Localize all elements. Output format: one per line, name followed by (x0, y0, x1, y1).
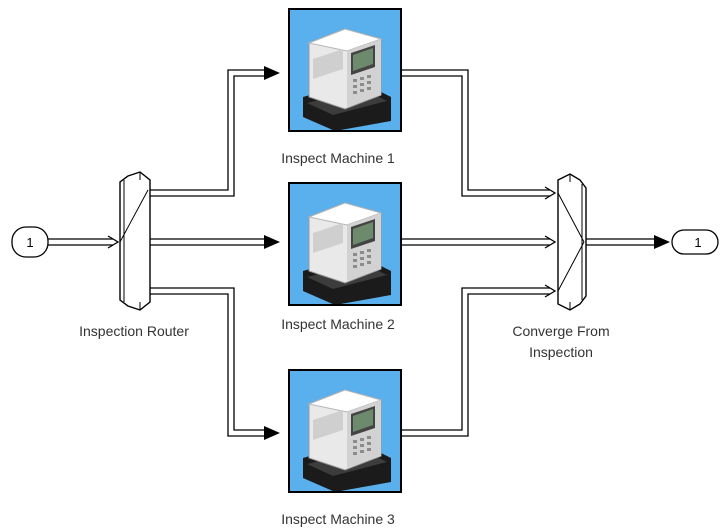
inspect-machine-2-label: Inspect Machine 2 (281, 316, 395, 332)
line-machine3-converge-2 (402, 293, 550, 437)
line-machine3-converge (402, 287, 550, 431)
inport-1[interactable]: 1 (11, 226, 49, 258)
arrowhead-outport (654, 235, 670, 249)
inspect-machine-1[interactable] (288, 8, 402, 132)
line-inport-router-chevron (107, 235, 120, 249)
inspection-router-label: Inspection Router (79, 323, 189, 339)
inport-number: 1 (26, 235, 33, 250)
inspect-machine-3-label: Inspect Machine 3 (281, 511, 395, 527)
inspect-machine-2[interactable] (288, 182, 402, 306)
inspection-machine-icon (288, 182, 402, 306)
outport-1[interactable]: 1 (671, 229, 719, 255)
connection-lines (48, 69, 660, 437)
converge-label-line2: Inspection (529, 344, 593, 360)
converge-chevrons (544, 186, 557, 298)
converge-block[interactable] (557, 173, 587, 311)
line-router-machine3-2 (150, 293, 270, 437)
inspection-machine-icon (288, 369, 402, 493)
line-machine1-converge-2 (402, 75, 550, 197)
arrowhead-machine3 (264, 426, 280, 440)
arrowhead-machine2 (264, 235, 280, 249)
inspection-router-block[interactable] (119, 171, 151, 311)
outport-number: 1 (694, 235, 701, 250)
line-router-machine3 (150, 287, 270, 431)
line-router-machine1-2 (150, 75, 270, 197)
inspect-machine-1-label: Inspect Machine 1 (281, 150, 395, 166)
line-machine1-converge (402, 69, 550, 191)
entity-output-switch-icon (119, 171, 151, 311)
inspection-machine-icon (288, 8, 402, 132)
converge-label-line1: Converge From (512, 323, 609, 339)
inspect-machine-3[interactable] (288, 369, 402, 493)
arrowhead-machine1 (264, 66, 280, 80)
arrowheads (264, 66, 670, 440)
entity-input-switch-icon (557, 173, 587, 311)
line-router-machine1 (150, 69, 270, 191)
